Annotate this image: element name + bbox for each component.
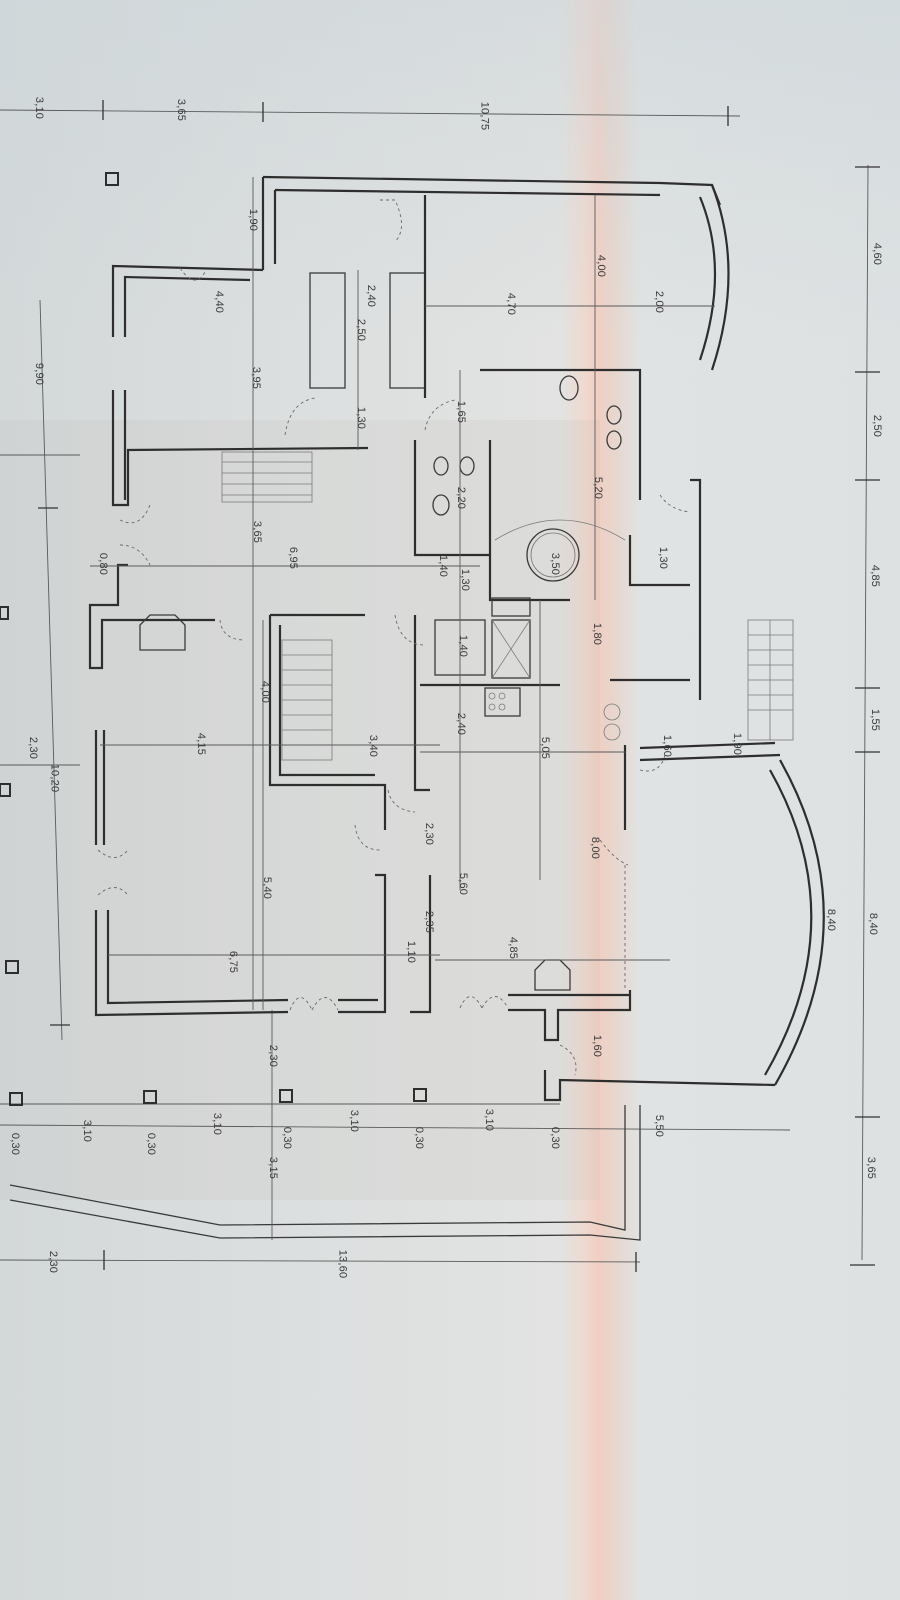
door-swings bbox=[97, 199, 691, 1076]
fixtures bbox=[139, 375, 626, 991]
dim-lv-400: 4,00 bbox=[259, 680, 272, 704]
dim-kd-160b: 1,60 bbox=[591, 1034, 604, 1058]
dim-wd-250: 2,50 bbox=[355, 318, 368, 342]
dim-ul-190: 1,90 bbox=[247, 208, 260, 232]
dim-left-3: 10,20 bbox=[48, 763, 61, 793]
dim-hall-365: 3,65 bbox=[251, 520, 264, 544]
dim-overall-1: 2,30 bbox=[47, 1250, 60, 1274]
paper-shadow bbox=[0, 0, 900, 340]
dim-kd-800: 8,00 bbox=[589, 836, 602, 860]
dim-bottom-9: 0,30 bbox=[549, 1126, 562, 1150]
dim-kd-160a: 1,60 bbox=[661, 734, 674, 758]
outer-walls bbox=[88, 175, 825, 1102]
dim-bottom-3: 0,30 bbox=[145, 1132, 158, 1156]
dim-lv-540: 5,40 bbox=[261, 876, 274, 900]
dim-bottom-2: 3,10 bbox=[81, 1119, 94, 1143]
dim-bottom-4: 3,10 bbox=[211, 1112, 224, 1136]
dim-mr-400: 4,00 bbox=[595, 254, 608, 278]
paper-shadow-mid bbox=[0, 420, 600, 1200]
dim-wd-130: 1,30 bbox=[355, 406, 368, 430]
left-dimension-line bbox=[0, 299, 80, 1041]
dim-bottom-6: 3,10 bbox=[348, 1109, 361, 1133]
dim-right-4: 1,55 bbox=[869, 708, 882, 732]
dim-wd-240: 2,40 bbox=[365, 284, 378, 308]
right-dimension-line bbox=[850, 164, 880, 1266]
dim-ul-395: 3,95 bbox=[250, 366, 263, 390]
top-dimension-line bbox=[0, 100, 741, 126]
dim-lv-675: 6,75 bbox=[227, 950, 240, 974]
dim-co-240: 2,40 bbox=[455, 712, 468, 736]
dim-bath-165: 1,65 bbox=[455, 400, 468, 424]
dim-bottom-5: 0,30 bbox=[281, 1126, 294, 1150]
dim-rr-130: 1,30 bbox=[657, 546, 670, 570]
dim-ul-440: 4,40 bbox=[213, 290, 226, 314]
dim-right-5: 8,40 bbox=[867, 912, 880, 936]
dim-left-1: 9,90 bbox=[33, 362, 46, 386]
dim-hall-695: 6,95 bbox=[287, 546, 300, 570]
stairs bbox=[221, 451, 794, 761]
dim-bottom-1: 0,30 bbox=[9, 1132, 22, 1156]
interior-dimension-lines bbox=[90, 177, 715, 1010]
dim-top-3: 10,75 bbox=[478, 101, 491, 131]
dim-co-110: 1,10 bbox=[405, 940, 418, 964]
dim-bottom-8: 3,10 bbox=[483, 1108, 496, 1132]
dim-kd-190: 1,90 bbox=[731, 732, 744, 756]
bottom-column-row bbox=[0, 172, 791, 1131]
dim-bottom-230: 2,30 bbox=[267, 1044, 280, 1068]
dim-bath-220: 2,20 bbox=[455, 486, 468, 510]
dim-bath-520: 5,20 bbox=[592, 476, 605, 500]
dim-mr-470: 4,70 bbox=[505, 292, 518, 316]
dim-co-235: 2,35 bbox=[423, 910, 436, 934]
terrace-outline bbox=[0, 1010, 641, 1272]
dim-hall-080: 0,80 bbox=[97, 552, 110, 576]
dim-rr-180: 1,80 bbox=[591, 622, 604, 646]
dim-veranda-840: 8,40 bbox=[825, 908, 838, 932]
dim-right-3: 4,85 bbox=[869, 564, 882, 588]
dim-hall-140b: 1,40 bbox=[457, 634, 470, 658]
dim-bottom-10: 5,50 bbox=[653, 1114, 666, 1138]
dim-mr-200: 2,00 bbox=[653, 290, 666, 314]
dim-co-230: 2,30 bbox=[423, 822, 436, 846]
dim-hall-130: 1,30 bbox=[459, 568, 472, 592]
dim-co-560: 5,60 bbox=[457, 872, 470, 896]
dim-top-1: 3,10 bbox=[33, 96, 46, 120]
dim-rr-350: 3,50 bbox=[549, 552, 562, 576]
dim-left-2: 2,30 bbox=[27, 736, 40, 760]
dim-right-6: 3,65 bbox=[865, 1156, 878, 1180]
dim-bottom-315: 3,15 bbox=[267, 1156, 280, 1180]
dim-lv-340: 3,40 bbox=[367, 734, 380, 758]
dim-bottom-7: 0,30 bbox=[413, 1126, 426, 1150]
dim-lv-415: 4,15 bbox=[195, 732, 208, 756]
dim-hall-140a: 1,40 bbox=[437, 554, 450, 578]
dim-top-2: 3,65 bbox=[175, 98, 188, 122]
dim-right-2: 2,50 bbox=[871, 414, 884, 438]
interior-walls bbox=[268, 195, 702, 990]
dim-kd-505: 5,05 bbox=[539, 736, 552, 760]
dim-right-1: 4,60 bbox=[871, 242, 884, 266]
dim-overall-2: 13,60 bbox=[336, 1249, 349, 1279]
dim-kd-485: 4,85 bbox=[507, 936, 520, 960]
